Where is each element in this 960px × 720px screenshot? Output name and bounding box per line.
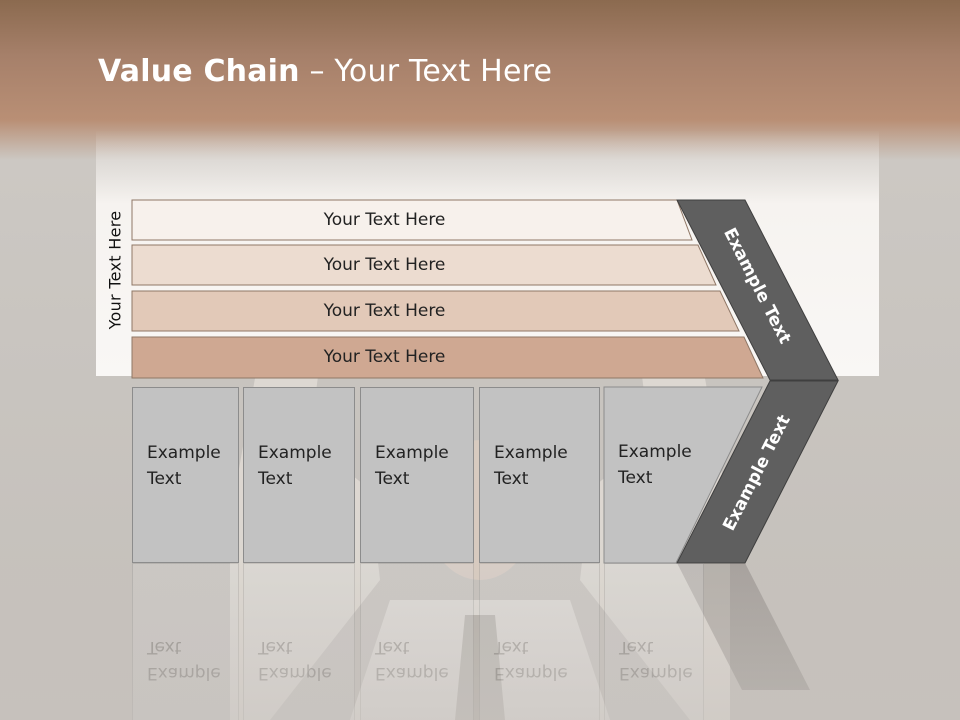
stripe-1-label: Your Text Here bbox=[323, 210, 446, 230]
activity-cell-5-line1: Example bbox=[618, 442, 692, 462]
stripe-shape-4 bbox=[131, 336, 764, 379]
stripe-3-label: Your Text Here bbox=[323, 301, 446, 321]
stripe-shape-3 bbox=[131, 290, 740, 332]
activity-cell-4-line2: Text bbox=[494, 469, 529, 489]
activity-cell-2-line2: Text bbox=[258, 469, 293, 489]
slide-title-rest: – Your Text Here bbox=[299, 54, 553, 89]
activity-cell-1-line2: Text bbox=[147, 469, 182, 489]
stripe-shape-1 bbox=[131, 199, 693, 241]
stripe-4: Your Text Here bbox=[132, 337, 677, 377]
stripe-2-label: Your Text Here bbox=[323, 255, 446, 275]
activity-cell-5-line2: Text bbox=[618, 468, 653, 488]
stripe-4-label: Your Text Here bbox=[323, 347, 446, 367]
activity-cell-4-line1: Example bbox=[494, 443, 568, 463]
stripe-3: Your Text Here bbox=[132, 291, 677, 331]
upper-arrow-shape bbox=[676, 199, 839, 381]
stripe-1: Your Text Here bbox=[132, 200, 677, 240]
slide-title-bold: Value Chain bbox=[98, 54, 300, 89]
activity-cell-3-line2: Text bbox=[375, 469, 410, 489]
activity-cell-3-line1: Example bbox=[375, 443, 449, 463]
stripe-2: Your Text Here bbox=[132, 245, 677, 285]
slide-title: Value Chain – Your Text Here bbox=[98, 54, 552, 89]
activity-cell-2-line1: Example bbox=[258, 443, 332, 463]
stripe-shape-2 bbox=[131, 244, 717, 286]
reflection-fade bbox=[0, 563, 960, 720]
activity-cell-1-line1: Example bbox=[147, 443, 221, 463]
